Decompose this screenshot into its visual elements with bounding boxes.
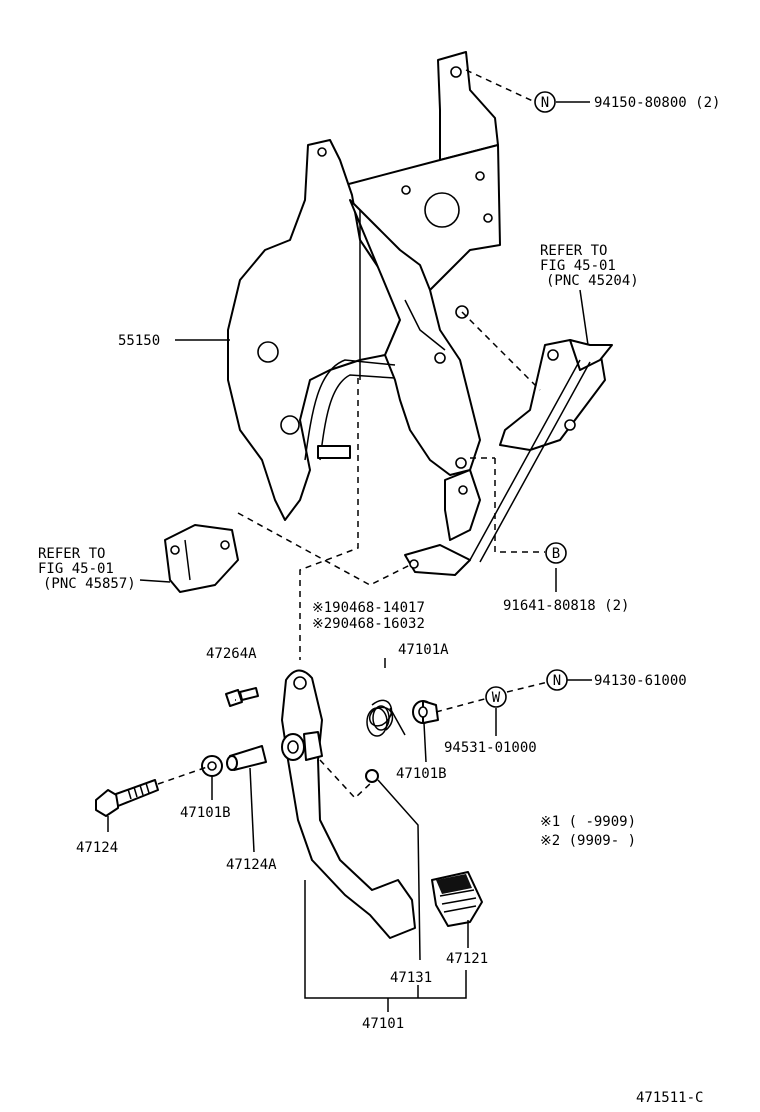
symbol-b: B — [545, 542, 567, 564]
label-94130-61000: 94130-61000 — [594, 673, 687, 689]
label-legend-1: ※1 ( -9909) — [540, 814, 636, 830]
label-refer-top-3: (PNC 45204) — [546, 273, 639, 289]
pedal-lever — [281, 669, 416, 939]
label-55150: 55150 — [118, 333, 160, 349]
symbol-n-right: N — [546, 669, 568, 691]
label-47131: 47131 — [390, 970, 432, 986]
label-refer-left-1: REFER TO — [38, 546, 105, 562]
label-94531-01000: 94531-01000 — [444, 740, 537, 756]
label-refer-top-2: FIG 45-01 — [540, 258, 616, 274]
label-47101: 47101 — [362, 1016, 404, 1032]
label-47264a: 47264A — [206, 646, 257, 662]
label-47124: 47124 — [76, 840, 118, 856]
label-47101a: 47101A — [398, 642, 449, 658]
label-refer-left-3: (PNC 45857) — [43, 576, 136, 592]
leader-lines — [107, 69, 592, 1012]
left-bracket — [164, 524, 239, 593]
svg-text:N: N — [541, 95, 549, 111]
figure-code: 471511-C — [636, 1090, 703, 1106]
pedal-pad — [431, 871, 483, 927]
symbol-w: W — [485, 686, 507, 708]
label-legend-2: ※2 (9909- ) — [540, 833, 636, 849]
label-47124a: 47124A — [226, 857, 277, 873]
label-47121: 47121 — [446, 951, 488, 967]
return-spring — [366, 658, 406, 737]
label-91641-80818: 91641-80818 (2) — [503, 598, 629, 614]
svg-text:B: B — [552, 546, 560, 562]
symbol-n-top: N — [534, 91, 556, 113]
label-refer-left-2: FIG 45-01 — [38, 561, 114, 577]
bushings — [201, 687, 439, 783]
label-note2-part: ※290468-16032 — [312, 616, 425, 632]
label-94150-80800: 94150-80800 (2) — [594, 95, 720, 111]
svg-text:W: W — [492, 690, 501, 706]
bolt-47124 — [95, 779, 159, 817]
svg-text:N: N — [553, 673, 561, 689]
label-47101b-left: 47101B — [180, 805, 231, 821]
pedal-support-bracket — [227, 51, 501, 521]
label-note1-part: ※190468-14017 — [312, 600, 425, 616]
brake-pedal-stay — [404, 339, 613, 576]
label-refer-top-1: REFER TO — [540, 243, 607, 259]
label-47101b-right: 47101B — [396, 766, 447, 782]
